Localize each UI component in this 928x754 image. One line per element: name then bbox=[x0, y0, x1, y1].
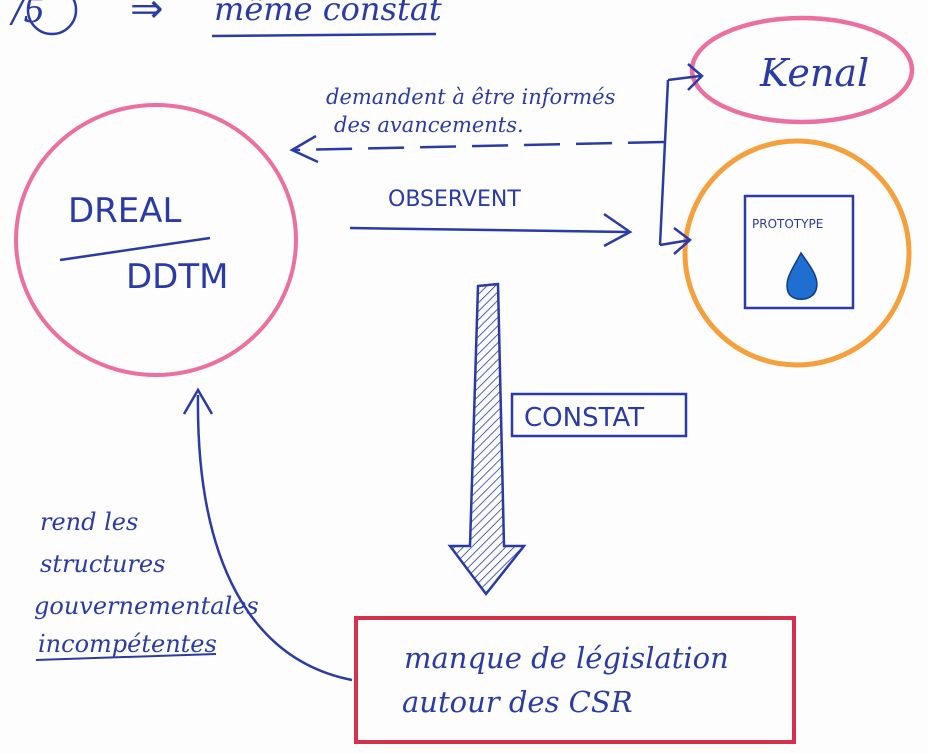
node-dreal: DREAL DDTM bbox=[14, 103, 298, 377]
bracket-to-prototype bbox=[659, 238, 691, 247]
manque-box bbox=[354, 616, 796, 744]
constat-label: CONSTAT bbox=[524, 403, 644, 433]
dreal-divider bbox=[59, 236, 211, 262]
rend-underline bbox=[35, 653, 217, 661]
step-circle bbox=[26, 0, 78, 36]
arrowhead-prototype bbox=[673, 227, 692, 255]
implies-arrow: ⇒ bbox=[130, 0, 164, 32]
rend-line-3: gouvernementales bbox=[34, 592, 259, 620]
arrowhead-kenal bbox=[687, 63, 704, 91]
water-drop-icon bbox=[786, 251, 818, 300]
edge-observent: OBSERVENT bbox=[349, 187, 633, 248]
dreal-label: DREAL bbox=[68, 191, 182, 231]
edge-bracket bbox=[658, 63, 704, 255]
manque-label-2: autour des CSR bbox=[402, 685, 633, 719]
edge-informes: demandent à être informés des avancement… bbox=[289, 85, 665, 164]
node-manque: manque de législation autour des CSR bbox=[354, 616, 796, 744]
ddtm-label: DDTM bbox=[126, 257, 228, 297]
prototype-box bbox=[743, 194, 855, 310]
bracket-to-kenal bbox=[667, 74, 701, 82]
manque-label-1: manque de législation bbox=[404, 641, 729, 675]
header: /5 ⇒ même constat bbox=[9, 0, 442, 38]
constat-box bbox=[510, 392, 688, 438]
node-prototype: PROTOTYPE bbox=[682, 138, 912, 368]
informes-label-2: des avancements. bbox=[334, 113, 524, 137]
informes-label-1: demandent à être informés bbox=[326, 85, 616, 109]
bracket-vertical bbox=[658, 79, 670, 246]
dreal-circle bbox=[14, 103, 298, 377]
edge-rend: rend les structures gouvernementales inc… bbox=[34, 387, 353, 682]
rend-line-2: structures bbox=[40, 550, 165, 578]
step-label: /5 bbox=[9, 0, 45, 31]
dashed-arrow-line bbox=[294, 140, 665, 152]
dashed-arrowhead bbox=[289, 134, 319, 164]
rend-line-1: rend les bbox=[40, 508, 138, 536]
kenal-label: Kenal bbox=[759, 51, 869, 95]
prototype-circle bbox=[682, 138, 912, 368]
header-underline bbox=[211, 32, 437, 38]
rend-line-4: incompétentes bbox=[38, 630, 217, 658]
node-kenal: Kenal bbox=[689, 15, 915, 125]
prototype-label: PROTOTYPE bbox=[752, 217, 823, 231]
observent-arrowhead bbox=[603, 212, 633, 248]
rend-curve bbox=[196, 394, 353, 682]
rend-arrowhead bbox=[182, 387, 214, 415]
observent-label: OBSERVENT bbox=[388, 187, 521, 212]
edge-constat: CONSTAT bbox=[447, 282, 688, 597]
constat-big-arrow bbox=[447, 282, 527, 597]
header-title: même constat bbox=[214, 0, 442, 28]
observent-arrow-line bbox=[349, 226, 629, 234]
kenal-oval bbox=[689, 15, 915, 125]
